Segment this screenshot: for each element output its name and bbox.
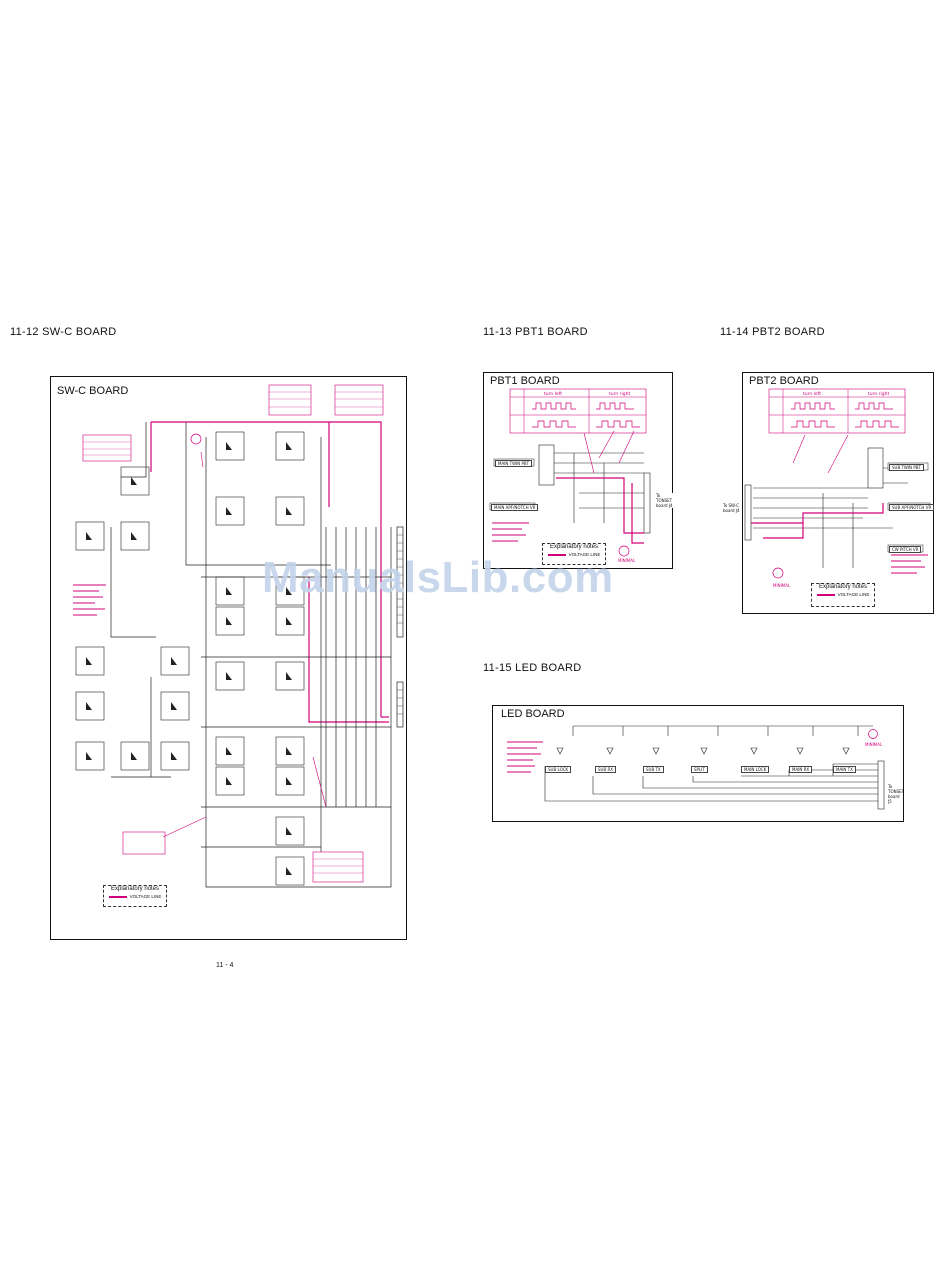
pbt1-notes-title: Explanatory notes	[549, 544, 599, 550]
pbt1-notes-voltage-line: VOLTAGE LINE	[543, 552, 605, 557]
pbt2-notes-title: Explanatory notes	[818, 584, 868, 590]
voltage-line-swatch	[108, 896, 127, 898]
led-schematic	[507, 725, 885, 810]
pbt1-board-title: PBT1 BOARD	[490, 375, 560, 387]
led-minimal: MINIMAL	[865, 742, 883, 747]
led-sub-rx: SUB RX	[595, 766, 617, 773]
pbt2-pitch-vr-label: CW PITCH VR	[889, 546, 922, 553]
pbt1-turn-right: turn right	[609, 391, 630, 397]
pbt1-main-twin-label: MAIN TWIN PBT	[495, 460, 533, 467]
pbt2-board: PBT2 BOARD turn left turn right	[723, 372, 935, 614]
led-board-title: LED BOARD	[501, 708, 565, 720]
pbt2-schematic: turn left turn right	[744, 388, 931, 579]
swc-board-title: SW-C BOARD	[57, 385, 129, 397]
pbt1-explanatory-notes: Explanatory notes VOLTAGE LINE	[542, 543, 606, 565]
pbt2-notes-voltage-line: VOLTAGE LINE	[812, 592, 874, 597]
section-title-swc: 11-12 SW-C BOARD	[10, 326, 117, 338]
section-title-pbt1: 11-13 PBT1 BOARD	[483, 326, 588, 338]
swc-board: SW-C BOARD	[50, 376, 407, 940]
pbt2-explanatory-notes: Explanatory notes VOLTAGE LINE	[811, 583, 875, 607]
led-main-rx: MAIN RX	[789, 766, 813, 773]
watermark: ManualsLib.com	[262, 553, 614, 602]
pbt1-main-vr-label: MAIN APF/NOTCH VR	[491, 504, 539, 511]
voltage-line-swatch	[547, 554, 566, 556]
swc-notes-voltage-line: VOLTAGE LINE	[104, 894, 166, 899]
led-main-lock: MAIN LOCK	[741, 766, 770, 773]
section-title-led: 11-15 LED BOARD	[483, 662, 582, 674]
pbt1-to-board: To TONSET board J4	[654, 493, 676, 508]
led-sub-tx: SUB TX	[643, 766, 664, 773]
led-main-tx: MAIN TX	[833, 766, 856, 773]
pbt2-turn-left: turn left	[803, 391, 821, 397]
pbt1-minimal: MINIMAL	[616, 558, 638, 563]
led-board: LED BOARD SUB LOCK SUB RX S	[492, 705, 904, 822]
page-number: 11 - 4	[216, 962, 234, 969]
led-split: SPLIT	[691, 766, 708, 773]
pbt2-to-board: To SW-C board J4	[723, 503, 740, 513]
pbt1-board: PBT1 BOARD turn left turn right	[483, 372, 676, 569]
swc-notes-title: Explanatory notes	[110, 886, 160, 892]
led-sub-lock: SUB LOCK	[545, 766, 572, 773]
voltage-line-swatch	[816, 594, 835, 596]
pbt2-board-title: PBT2 BOARD	[749, 375, 819, 387]
pbt2-sub-vr-label: SUB APF/NOTCH VR	[889, 504, 935, 511]
pbt1-schematic: turn left turn right	[489, 388, 651, 557]
pbt2-minimal: MINIMAL	[771, 583, 793, 588]
section-title-pbt2: 11-14 PBT2 BOARD	[720, 326, 825, 338]
pbt2-sub-twin-label: SUB TWIN PBT	[889, 464, 924, 471]
pbt1-turn-left: turn left	[544, 391, 562, 397]
swc-explanatory-notes: Explanatory notes VOLTAGE LINE	[103, 885, 167, 907]
pbt2-turn-right: turn right	[868, 391, 889, 397]
swc-schematic	[73, 384, 404, 888]
led-to-board: To TONSET board J5	[888, 784, 905, 804]
